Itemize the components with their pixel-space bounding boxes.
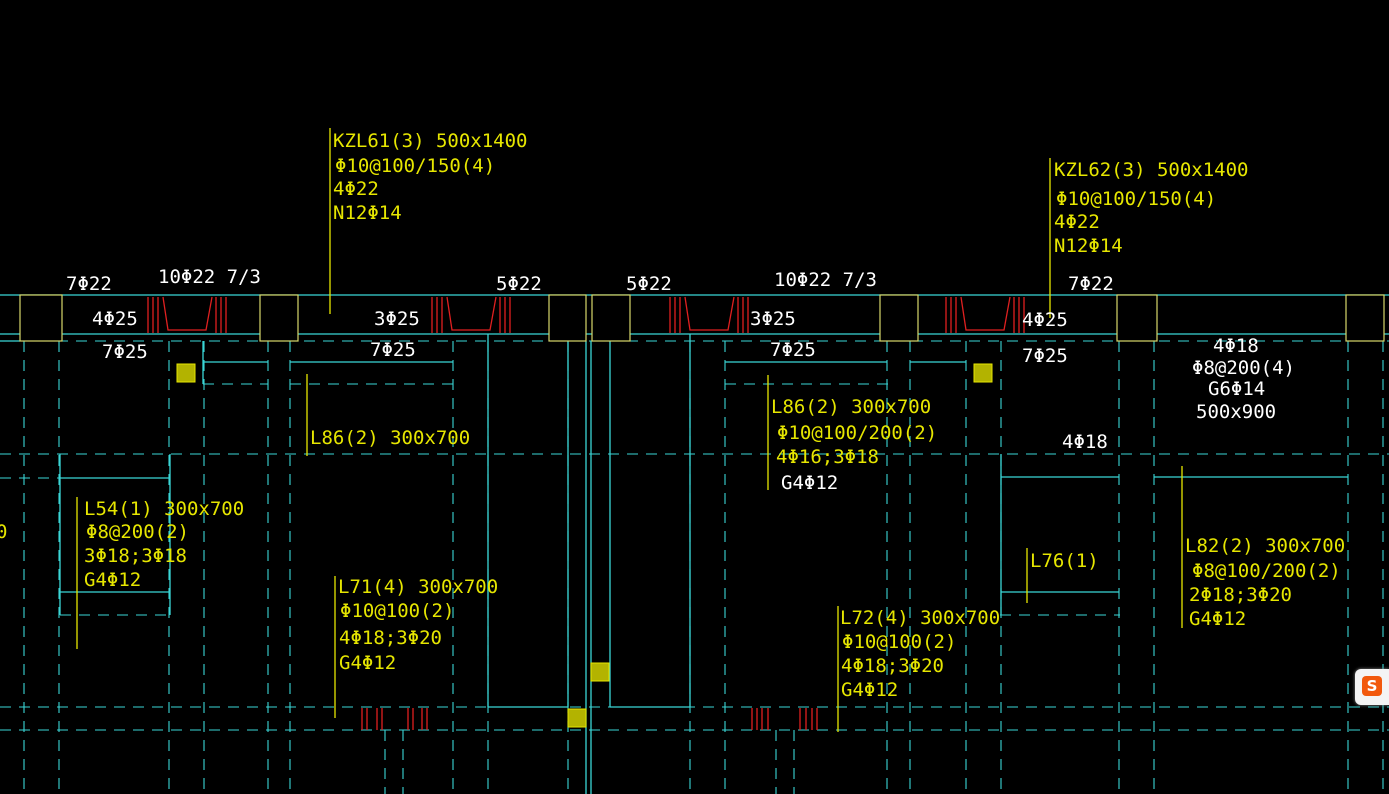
column: [259, 294, 299, 342]
marker-square: [973, 363, 993, 383]
annotation-line: N12Φ14: [1054, 235, 1123, 257]
rebar-label: 3Φ25: [750, 308, 796, 330]
rebar-labels: 7Φ22 10Φ22 7/3 5Φ22 5Φ22 10Φ22 7/3 7Φ22 …: [0, 266, 1114, 543]
ime-toolbar-badge[interactable]: S: [1355, 669, 1389, 705]
annotation-line: 4Φ22: [333, 178, 379, 200]
rebar-label: 7Φ22: [1068, 273, 1114, 295]
rebar-label: 5Φ22: [626, 273, 672, 295]
annotation-line: Φ10@100/150(4): [1056, 188, 1216, 210]
annotation-l72: L72(4) 300x700 Φ10@100(2) 4Φ18;3Φ20 G4Φ1…: [840, 607, 1000, 701]
annotation-line: 3Φ18;3Φ18: [84, 545, 187, 567]
annotation-line: N12Φ14: [333, 202, 402, 224]
annotation-line: 2Φ18;3Φ20: [1189, 584, 1292, 606]
annotation-l71: L71(4) 300x700 Φ10@100(2) 4Φ18;3Φ20 G4Φ1…: [338, 576, 498, 674]
annotation-l86-left: L86(2) 300x700: [310, 427, 470, 449]
annotation-line: L71(4) 300x700: [338, 576, 498, 598]
leader-lines: [76, 128, 1183, 732]
rebar-label: 0: [0, 521, 7, 543]
annotation-line: 4Φ18;3Φ20: [841, 655, 944, 677]
annotation-line: G4Φ12: [841, 679, 898, 701]
annotation-line: G4Φ12: [84, 569, 141, 591]
rebar-label: 4Φ25: [1022, 309, 1068, 331]
column: [1116, 294, 1158, 342]
column: [19, 294, 63, 342]
annotation-line: Φ8@200(4): [1192, 357, 1295, 379]
marker-square: [176, 363, 196, 383]
annotation-line: 4Φ18;3Φ20: [339, 627, 442, 649]
rebar-label: 7Φ25: [1022, 345, 1068, 367]
annotation-right-beam: 4Φ18 Φ8@200(4) G6Φ14 500x900: [1192, 335, 1295, 423]
sogou-logo-icon: S: [1362, 676, 1382, 696]
rebar-label: 7Φ22: [66, 273, 112, 295]
annotation-kzl61: KZL61(3) 500x1400 Φ10@100/150(4) 4Φ22 N1…: [333, 130, 527, 224]
rebar-label: 10Φ22 7/3: [158, 266, 261, 288]
stirrup-symbols: [147, 296, 1025, 730]
annotation-line: L72(4) 300x700: [840, 607, 1000, 629]
column: [548, 294, 587, 342]
rebar-label: 4Φ18: [1062, 431, 1108, 453]
marker-square: [590, 662, 610, 682]
annotation-line: Φ10@100(2): [340, 600, 454, 622]
annotation-l76: L76(1): [1030, 550, 1099, 572]
annotation-line: Φ8@100/200(2): [1192, 560, 1341, 582]
annotation-line: 4Φ16;3Φ18: [776, 446, 879, 468]
annotation-line: L76(1): [1030, 550, 1099, 572]
rebar-label: 4Φ25: [92, 308, 138, 330]
annotation-line: L86(2) 300x700: [771, 396, 931, 418]
rebar-label: 3Φ25: [374, 308, 420, 330]
annotation-line: Φ8@200(2): [86, 521, 189, 543]
annotation-line: Φ10@100/200(2): [777, 422, 937, 444]
rebar-label: 7Φ25: [770, 339, 816, 361]
annotation-line: 4Φ22: [1054, 211, 1100, 233]
annotation-l82: L82(2) 300x700 Φ8@100/200(2) 2Φ18;3Φ20 G…: [1185, 535, 1345, 630]
marker-squares: [176, 363, 993, 728]
hidden-beam-dashed-lines: [0, 340, 1389, 794]
annotation-line: 500x900: [1196, 401, 1276, 423]
annotation-l86-right: L86(2) 300x700 Φ10@100/200(2) 4Φ16;3Φ18 …: [771, 396, 937, 494]
annotation-line: L86(2) 300x700: [310, 427, 470, 449]
annotation-line: 4Φ18: [1213, 335, 1259, 357]
rebar-label: 10Φ22 7/3: [774, 269, 877, 291]
rebar-label: 5Φ22: [496, 273, 542, 295]
annotation-l54: L54(1) 300x700 Φ8@200(2) 3Φ18;3Φ18 G4Φ12: [84, 498, 244, 591]
annotation-line: G4Φ12: [781, 472, 838, 494]
annotation-line: G4Φ12: [339, 652, 396, 674]
marker-square: [567, 708, 587, 728]
annotation-line: G6Φ14: [1208, 378, 1265, 400]
annotation-line: KZL61(3) 500x1400: [333, 130, 527, 152]
annotation-line: L82(2) 300x700: [1185, 535, 1345, 557]
annotation-line: L54(1) 300x700: [84, 498, 244, 520]
annotation-line: G4Φ12: [1189, 608, 1246, 630]
annotation-kzl62: KZL62(3) 500x1400 Φ10@100/150(4) 4Φ22 N1…: [1054, 159, 1248, 257]
annotation-line: Φ10@100/150(4): [335, 155, 495, 177]
secondary-beam-lines: [59, 334, 1348, 794]
rebar-label: 7Φ25: [370, 339, 416, 361]
column: [591, 294, 631, 342]
column: [1345, 294, 1385, 342]
columns: [19, 294, 1385, 342]
column: [879, 294, 919, 342]
rebar-label: 7Φ25: [102, 341, 148, 363]
annotation-line: Φ10@100(2): [842, 631, 956, 653]
annotation-line: KZL62(3) 500x1400: [1054, 159, 1248, 181]
